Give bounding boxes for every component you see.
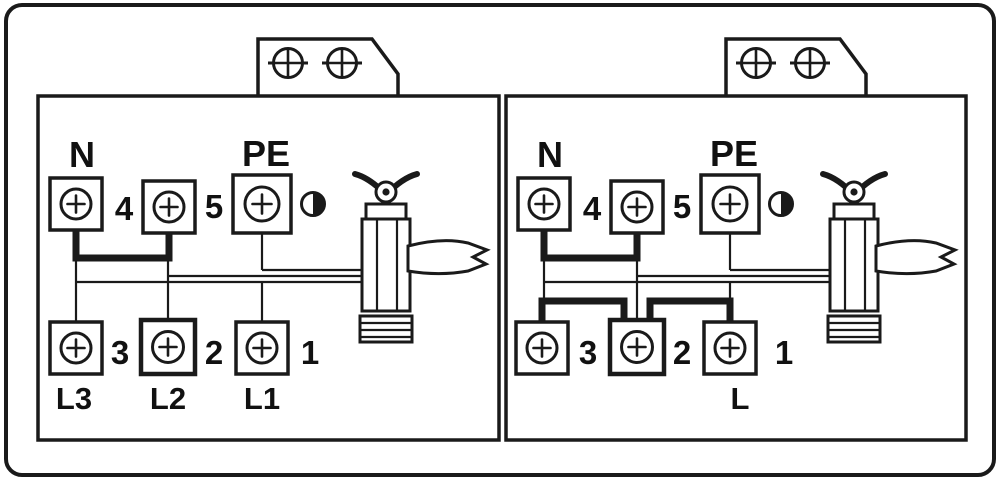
terminal-2 bbox=[610, 320, 664, 374]
terminal-n bbox=[48, 176, 104, 232]
left-wiring bbox=[72, 231, 366, 323]
label-l2: L2 bbox=[150, 381, 186, 416]
half-filled-circle-icon bbox=[768, 191, 794, 217]
bridge-wire-n-to-4 bbox=[72, 231, 173, 262]
label-1: 1 bbox=[775, 334, 793, 371]
terminal-4 bbox=[141, 179, 197, 235]
terminal-4 bbox=[609, 179, 665, 235]
label-n: N bbox=[537, 134, 563, 175]
label-n: N bbox=[69, 134, 95, 175]
terminal-l2 bbox=[141, 320, 195, 374]
terminal-pe bbox=[231, 173, 293, 235]
jumper-2-to-1 bbox=[646, 297, 734, 322]
label-5: 5 bbox=[673, 188, 691, 225]
terminal-l1 bbox=[234, 320, 290, 376]
mounting-bracket-left bbox=[256, 37, 400, 96]
label-4: 4 bbox=[583, 190, 602, 227]
label-5: 5 bbox=[205, 188, 223, 225]
label-3: 3 bbox=[111, 334, 129, 371]
right-panel: N 4 PE 5 3 2 1 L bbox=[514, 133, 955, 416]
label-3: 3 bbox=[579, 334, 597, 371]
label-l: L bbox=[731, 381, 750, 416]
label-1: 1 bbox=[301, 334, 319, 371]
half-filled-circle-icon bbox=[300, 191, 326, 217]
terminal-l3 bbox=[48, 320, 104, 376]
label-2: 2 bbox=[673, 334, 691, 371]
terminal-n bbox=[516, 176, 572, 232]
label-l3: L3 bbox=[56, 381, 92, 416]
label-pe: PE bbox=[242, 133, 290, 174]
left-panel: N 4 PE 5 3 2 1 L3 L2 L1 bbox=[48, 133, 487, 416]
terminal-3 bbox=[514, 320, 570, 376]
terminal-pe bbox=[699, 173, 761, 235]
bridge-wire-n-to-4 bbox=[540, 231, 641, 262]
terminal-l bbox=[702, 320, 758, 376]
label-l1: L1 bbox=[244, 381, 280, 416]
mounting-bracket-right bbox=[724, 37, 868, 96]
right-wiring bbox=[538, 231, 834, 322]
jumper-3-to-2 bbox=[538, 297, 628, 322]
label-4: 4 bbox=[115, 190, 134, 227]
label-2: 2 bbox=[205, 334, 223, 371]
label-pe: PE bbox=[710, 133, 758, 174]
